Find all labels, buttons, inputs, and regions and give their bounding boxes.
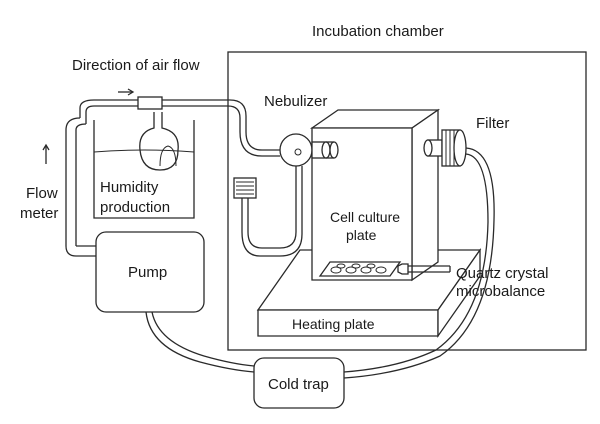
nebulizer: Nebulizer: [264, 93, 339, 167]
humidity-label-1: Humidity: [100, 179, 159, 196]
cold-trap-label: Cold trap: [268, 376, 329, 393]
tubing: [65, 96, 495, 379]
flow-meter-label-2: meter: [20, 205, 58, 222]
qcm-label-2: microbalance: [456, 283, 545, 300]
pump: Pump: [95, 231, 205, 313]
air-flow-label: Direction of air flow: [72, 57, 200, 74]
flow-meter-label-1: Flow: [26, 185, 58, 202]
cold-trap: Cold trap: [253, 357, 345, 409]
cell-culture-label-1: Cell culture: [330, 209, 400, 225]
cell-culture-label-2: plate: [346, 227, 377, 243]
right-arrow-icon: [118, 88, 135, 96]
cell-culture-chamber: Cell culture plate: [309, 108, 451, 282]
humidity-label-2: production: [100, 199, 170, 216]
pump-label: Pump: [128, 264, 167, 281]
incubation-chamber-label: Incubation chamber: [312, 23, 444, 40]
filter: Filter: [423, 115, 509, 167]
heating-plate-label: Heating plate: [292, 316, 375, 332]
nebulizer-label: Nebulizer: [264, 93, 327, 110]
humidity-production-vessel: Humidity production: [93, 112, 195, 219]
up-arrow-icon: [42, 143, 50, 164]
qcm-label-1: Quartz crystal: [456, 265, 549, 282]
filter-label: Filter: [476, 115, 509, 132]
culture-plate: [318, 261, 402, 277]
